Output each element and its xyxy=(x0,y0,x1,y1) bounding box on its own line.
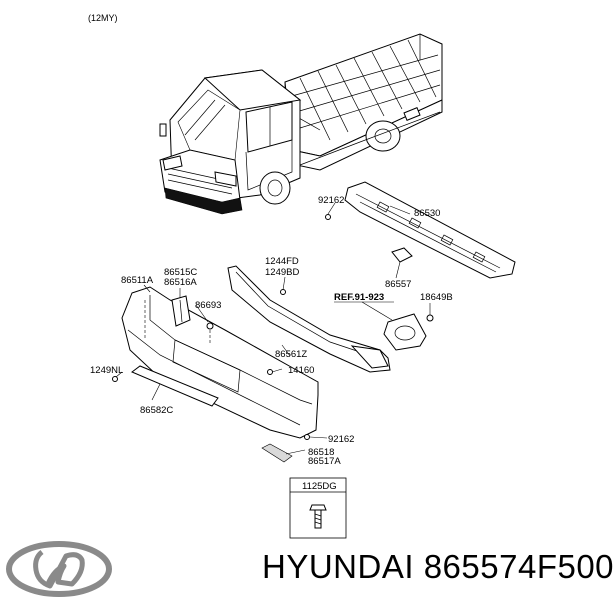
bumper-cover-86511A xyxy=(112,214,331,440)
callout-86517A: 86517A xyxy=(308,456,341,467)
callout-1249NL: 1249NL xyxy=(90,365,123,376)
callout-14160: 14160 xyxy=(288,365,314,376)
callout-86693: 86693 xyxy=(195,300,221,311)
callout-92162-top: 92162 xyxy=(318,195,344,206)
callout-86557: 86557 xyxy=(385,279,411,290)
ref-label: REF.91-923 xyxy=(334,292,384,303)
callout-86518: 86518 xyxy=(308,447,334,458)
leader-lines xyxy=(115,202,431,455)
part-number: 865574F500 xyxy=(423,548,614,585)
hyundai-logo xyxy=(6,541,112,597)
fog-lamp-18649B xyxy=(383,313,434,351)
bolt-1125DG-box: 1125DG xyxy=(289,477,347,539)
brand-name: HYUNDAI xyxy=(262,548,415,585)
callout-86511A: 86511A xyxy=(121,275,154,286)
bolt-icon xyxy=(309,504,327,529)
lower-spoiler-86561Z xyxy=(227,265,391,373)
callout-86561Z: 86561Z xyxy=(275,349,307,360)
callout-86530: 86530 xyxy=(414,208,440,219)
bumper-beam-86530 xyxy=(344,181,516,279)
callout-92162-bottom: 92162 xyxy=(328,434,354,445)
parts-diagram: (12MY) xyxy=(6,13,516,597)
callout-86516A: 86516A xyxy=(164,277,197,288)
truck-illustration xyxy=(159,33,443,215)
callout-18649B: 18649B xyxy=(420,292,453,303)
callout-86582C: 86582C xyxy=(140,405,173,416)
callout-1244FD: 1244FD xyxy=(265,256,299,267)
callout-86515C: 86515C xyxy=(164,267,197,278)
step-pad-86518 xyxy=(261,443,293,463)
license-bracket-86582C xyxy=(131,365,219,407)
callout-1249BD: 1249BD xyxy=(265,267,299,278)
model-year-label: (12MY) xyxy=(88,13,118,23)
brand-part-caption: HYUNDAI 865574F500 xyxy=(262,548,614,586)
callout-1125DG: 1125DG xyxy=(302,481,337,492)
